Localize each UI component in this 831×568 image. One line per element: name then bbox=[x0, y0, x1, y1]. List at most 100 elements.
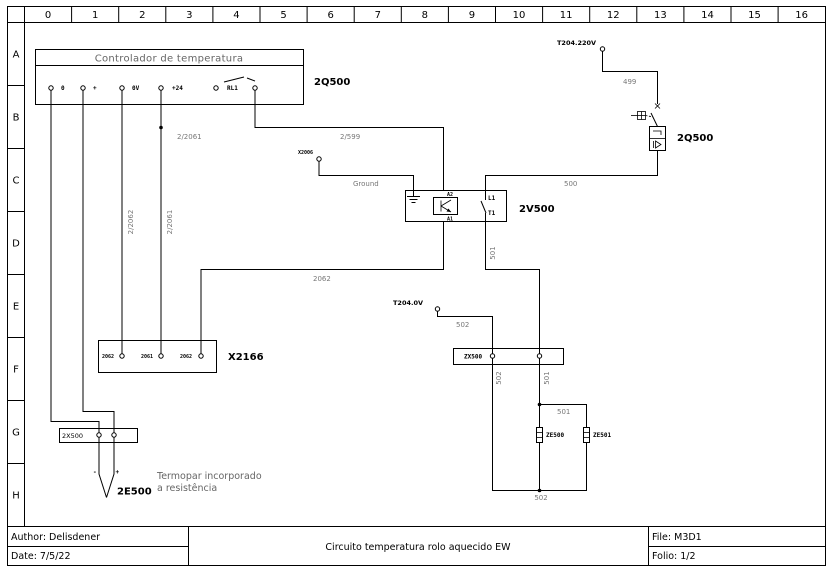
x2166-terminal bbox=[198, 353, 204, 359]
controller-terminal-rl1 bbox=[213, 85, 219, 91]
row-label: C bbox=[13, 176, 20, 187]
ssr-box bbox=[405, 190, 507, 222]
column-label: 1 bbox=[92, 10, 98, 21]
supply-220v: T204.220V 499 bbox=[557, 39, 658, 104]
supply-0v-terminal bbox=[434, 306, 441, 312]
row-label: D bbox=[12, 239, 20, 250]
ground-terminal-label: X2006 bbox=[298, 150, 313, 156]
supply-220v-label: T204.220V bbox=[557, 39, 596, 47]
ssr-a2-label: A2 bbox=[447, 192, 453, 198]
column-label: 8 bbox=[422, 10, 428, 21]
ssr-arrow-icon bbox=[446, 208, 451, 212]
column-label: 0 bbox=[45, 10, 51, 21]
wire-label: 2/2061 bbox=[177, 133, 202, 141]
wire-label: 501 bbox=[543, 371, 551, 384]
x2166-terminal-label: 2061 bbox=[141, 354, 153, 360]
contactor-coil-icon bbox=[655, 140, 662, 149]
column-label: 6 bbox=[327, 10, 333, 21]
wire-label: 2/2062 bbox=[127, 210, 135, 235]
column-label: 7 bbox=[375, 10, 381, 21]
thermocouple: - + 2E500 Termopar incorporado a resistê… bbox=[93, 437, 262, 498]
wire-502 bbox=[437, 311, 493, 354]
ssr-control-box bbox=[433, 197, 458, 215]
heater-circuit: ZE500 ZE501 502 501 501 502 bbox=[492, 358, 611, 502]
wire-label: 500 bbox=[564, 180, 577, 188]
wire-499 bbox=[602, 51, 658, 104]
2x500-terminal bbox=[96, 432, 102, 438]
date-field: Date: 7/5/22 bbox=[11, 551, 71, 562]
zx500-terminal bbox=[489, 353, 496, 359]
controller-wiring: 2/2061 2/599 2/2062 2/2061 bbox=[50, 90, 444, 433]
wire-label: 502 bbox=[534, 494, 547, 502]
author-field: Author: Delisdener bbox=[11, 532, 100, 543]
2x500-terminal bbox=[111, 432, 117, 438]
contactor-tag: 2Q500 bbox=[677, 133, 713, 144]
x2166-terminal-label: 2062 bbox=[180, 354, 192, 360]
wire-label: 502 bbox=[495, 371, 503, 384]
title-block: Author: Delisdener Date: 7/5/22 Circuito… bbox=[7, 526, 826, 566]
wire-500 bbox=[485, 150, 658, 191]
column-label: 14 bbox=[701, 10, 714, 21]
supply-0v-label: T204.0V bbox=[393, 299, 423, 307]
wire-terminal-0 bbox=[50, 90, 100, 433]
wire-label: 2/599 bbox=[340, 133, 360, 141]
column-ruler: 0 1 2 3 4 5 6 7 8 9 10 11 12 13 14 15 16 bbox=[45, 6, 808, 23]
thermocouple-note: a resistência bbox=[157, 483, 217, 494]
junction-dot bbox=[537, 402, 542, 407]
heater-tag: ZE500 bbox=[546, 432, 564, 439]
thermocouple-note: Termopar incorporado bbox=[156, 471, 262, 482]
row-label: G bbox=[12, 428, 20, 439]
x2166-terminal-label: 2062 bbox=[102, 354, 114, 360]
wire-label: Ground bbox=[353, 180, 379, 188]
x2166-terminal bbox=[158, 353, 164, 359]
wire-label: 2/2061 bbox=[166, 210, 174, 235]
heater-resistor-icon bbox=[536, 427, 543, 443]
column-label: 16 bbox=[795, 10, 808, 21]
controller-terminal-0 bbox=[48, 85, 54, 91]
terminal-strip-zx500: ZX500 bbox=[453, 348, 564, 365]
outer-border bbox=[7, 6, 826, 566]
ground-terminal-connector bbox=[316, 156, 322, 162]
controller-title: Controlador de temperatura bbox=[95, 54, 244, 65]
controller-terminal-plus bbox=[80, 85, 86, 91]
relay-contact-fixed bbox=[246, 77, 256, 82]
wire-label: 2062 bbox=[313, 275, 331, 283]
column-label: 4 bbox=[233, 10, 239, 21]
sheet-frame bbox=[7, 6, 826, 566]
mechanical-link bbox=[645, 115, 654, 118]
column-label: 15 bbox=[748, 10, 761, 21]
column-label: 12 bbox=[607, 10, 620, 21]
ssr-l1-label: L1 bbox=[488, 195, 496, 202]
row-label: A bbox=[13, 50, 20, 61]
controller-terminal-24 bbox=[158, 85, 164, 91]
zx500-box bbox=[453, 348, 564, 365]
terminal-label: +24 bbox=[172, 85, 183, 92]
wire-terminal-plus bbox=[82, 90, 115, 433]
controller-box bbox=[35, 49, 304, 105]
junction-dot bbox=[537, 488, 542, 493]
drawing-title: Circuito temperatura rolo aquecido EW bbox=[325, 542, 511, 553]
folio-field: Folio: 1/2 bbox=[652, 551, 696, 562]
row-label: E bbox=[13, 302, 19, 313]
zx500-tag: ZX500 bbox=[464, 354, 482, 361]
thermocouple-tag: 2E500 bbox=[117, 487, 152, 498]
wire-label: 499 bbox=[623, 78, 636, 86]
row-label: B bbox=[13, 113, 20, 124]
contactor-blade bbox=[650, 112, 658, 127]
ground-terminal: X2006 Ground bbox=[298, 150, 420, 203]
contact-cross-icon bbox=[654, 103, 661, 109]
terminal-strip-x2166: 2062 2061 2062 X2166 bbox=[98, 340, 264, 373]
column-label: 9 bbox=[469, 10, 475, 21]
row-label: H bbox=[12, 491, 20, 502]
column-label: 5 bbox=[280, 10, 286, 21]
controller-terminal-rl1-out bbox=[252, 85, 258, 91]
column-label: 10 bbox=[513, 10, 526, 21]
zx500-terminal bbox=[536, 353, 543, 359]
relay-contact-blade bbox=[223, 76, 245, 83]
ssr-switch-blade bbox=[480, 200, 487, 214]
terminal-label: 0V bbox=[132, 85, 140, 92]
wire-501-branch bbox=[539, 404, 587, 428]
heater-resistor-icon bbox=[583, 427, 590, 443]
ssr-t1-label: T1 bbox=[488, 210, 496, 217]
